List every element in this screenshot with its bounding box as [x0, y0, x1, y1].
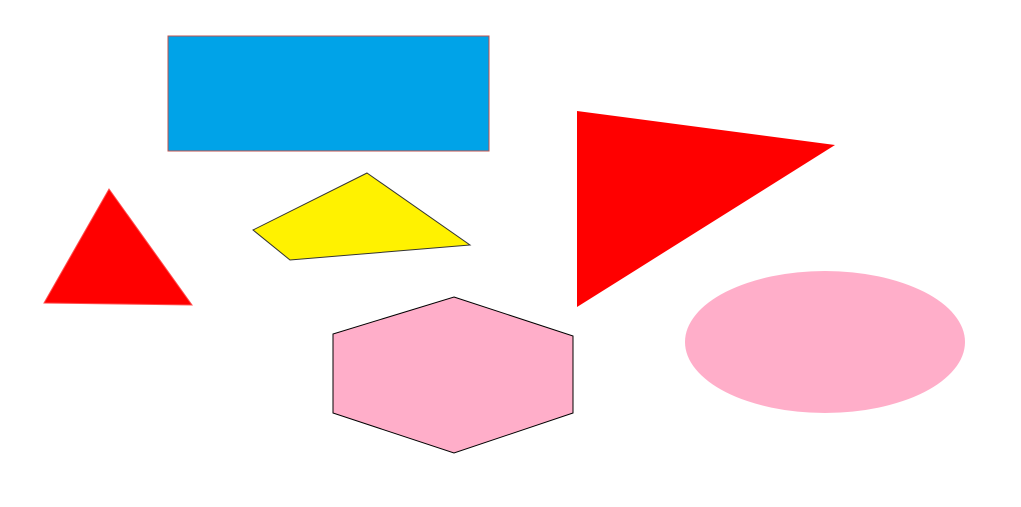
pink-ellipse: [685, 271, 965, 413]
yellow-quadrilateral: [252, 172, 472, 261]
red-triangle-right: [577, 111, 835, 307]
pink-hexagon: [332, 296, 574, 454]
red-triangle-left: [43, 188, 193, 306]
blue-rectangle: [167, 35, 490, 152]
